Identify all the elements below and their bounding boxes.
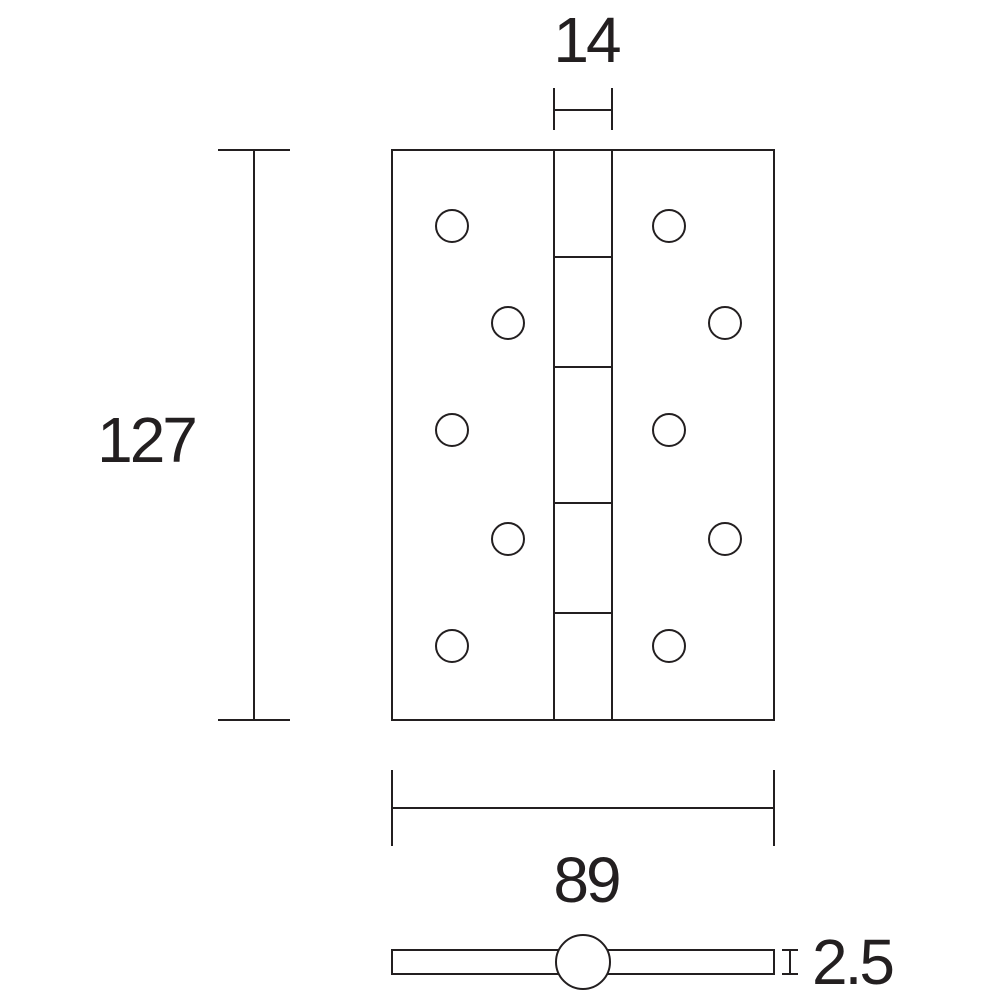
knuckle-segments	[554, 256, 612, 614]
screw-hole	[435, 413, 469, 447]
width-label: 89	[553, 844, 619, 916]
knuckle-width-dimension: 14	[553, 4, 623, 130]
screw-hole	[652, 629, 686, 663]
screw-hole	[652, 413, 686, 447]
knuckle-pin-profile	[555, 934, 611, 990]
knuckle-width-label: 14	[553, 4, 620, 76]
height-label: 127	[97, 404, 195, 476]
screw-hole	[491, 522, 525, 556]
screw-hole	[708, 522, 742, 556]
screw-hole	[652, 209, 686, 243]
screw-hole	[491, 306, 525, 340]
screw-hole	[435, 209, 469, 243]
height-dimension: 127	[97, 149, 290, 721]
left-leaf-screw-holes	[435, 209, 525, 663]
thickness-label: 2.5	[812, 926, 892, 998]
hinge-side-view	[391, 934, 775, 990]
screw-hole	[708, 306, 742, 340]
width-dimension: 89	[391, 770, 775, 916]
thickness-dimension: 2.5	[782, 926, 895, 998]
right-leaf-screw-holes	[652, 209, 742, 663]
hinge-outline	[391, 149, 775, 721]
hinge-front-view	[391, 149, 775, 721]
screw-hole	[435, 629, 469, 663]
